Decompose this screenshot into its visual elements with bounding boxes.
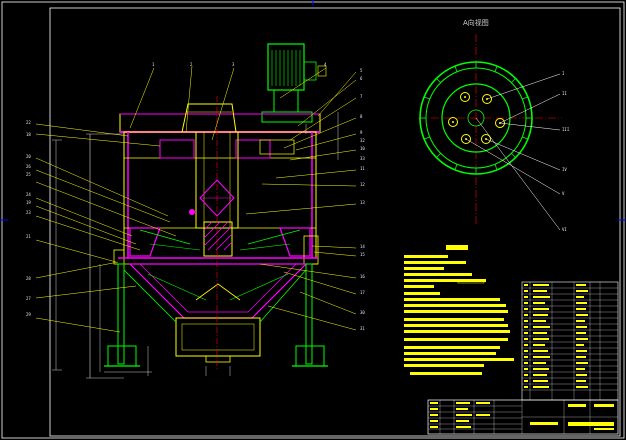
callouts-left: 22 18 20 26 25 24 19 23 21 28 27 29	[26, 120, 31, 317]
callout-label: 15	[360, 252, 365, 257]
ring-spokes	[420, 62, 532, 174]
callout-label: 13	[360, 200, 365, 205]
view-a-label: IV	[562, 167, 567, 172]
title-block-gridlines	[428, 400, 618, 434]
center-hub	[467, 109, 485, 127]
callout-label: 31	[360, 326, 365, 331]
callout-label: 19	[26, 200, 31, 205]
view-a-title: A向视图	[463, 18, 489, 27]
view-a-label: II	[562, 91, 567, 96]
callout-label: 24	[26, 192, 31, 197]
inspection-port	[189, 209, 195, 215]
callout-label: 20	[26, 154, 31, 159]
view-a: A向视图	[418, 18, 570, 232]
callout-label: 10	[360, 146, 365, 151]
discharge-cone	[128, 263, 308, 319]
title-block-text-bars	[430, 402, 614, 430]
callouts-top: 1 2 3 4 5 6 7 8 9	[152, 62, 363, 135]
fines-collector	[175, 317, 261, 357]
parts-list-table	[521, 281, 619, 401]
callout-label: 14	[360, 244, 365, 249]
callout-label: 25	[26, 172, 31, 177]
callout-label: 23	[26, 210, 31, 215]
drawing-frame	[49, 7, 621, 437]
callout-label: 6	[360, 76, 363, 81]
foot-pad-left	[107, 345, 137, 367]
callout-label: 21	[26, 234, 31, 239]
callout-label: 11	[360, 166, 365, 171]
support-leg-right	[305, 263, 313, 365]
view-a-label: I	[562, 71, 565, 76]
callout-label: 3	[232, 62, 235, 67]
callout-label: 12	[360, 182, 365, 187]
technical-requirements-notes	[404, 245, 514, 375]
top-cover	[119, 113, 321, 133]
callout-label: 4	[324, 62, 327, 67]
outlet-holes	[448, 92, 505, 144]
title-block	[427, 399, 619, 435]
view-a-leaders	[465, 73, 561, 231]
callout-label: 26	[26, 164, 31, 169]
parts-list-gridlines	[522, 282, 618, 400]
guide-cone	[199, 179, 235, 217]
callout-label: 22	[26, 120, 31, 125]
view-a-label: III	[562, 127, 570, 132]
callout-label: 2	[190, 62, 193, 67]
view-a-label: VI	[562, 227, 567, 232]
callout-label: 9	[360, 130, 363, 135]
leader-lines	[35, 65, 357, 333]
callout-label: 27	[26, 296, 31, 301]
callout-label: 8	[360, 114, 363, 119]
callout-label: 33	[360, 156, 365, 161]
callout-label: 28	[26, 276, 31, 281]
callout-label: 32	[360, 138, 365, 143]
support-leg-left	[117, 263, 125, 365]
callouts-right: 10 11 12 13 14 15 16 17 30 31 32 33	[360, 138, 365, 331]
callout-label: 18	[26, 132, 31, 137]
callout-label: 7	[360, 94, 363, 99]
classifier-housing	[123, 131, 317, 259]
callout-label: 16	[360, 274, 365, 279]
foot-pad-right	[295, 345, 325, 367]
callout-label: 30	[360, 310, 365, 315]
view-a-label: V	[562, 191, 565, 196]
feed-hopper	[181, 103, 237, 133]
callout-label: 17	[360, 290, 365, 295]
terminal-box	[303, 61, 317, 81]
motor-base	[261, 111, 313, 123]
callout-label: 5	[360, 68, 363, 73]
rotor-hub	[203, 221, 233, 257]
callout-label: 1	[152, 62, 155, 67]
gear-reducer	[273, 89, 299, 113]
callout-label: 29	[26, 312, 31, 317]
motor-body	[267, 43, 305, 91]
parts-list-text-bars	[524, 284, 588, 388]
